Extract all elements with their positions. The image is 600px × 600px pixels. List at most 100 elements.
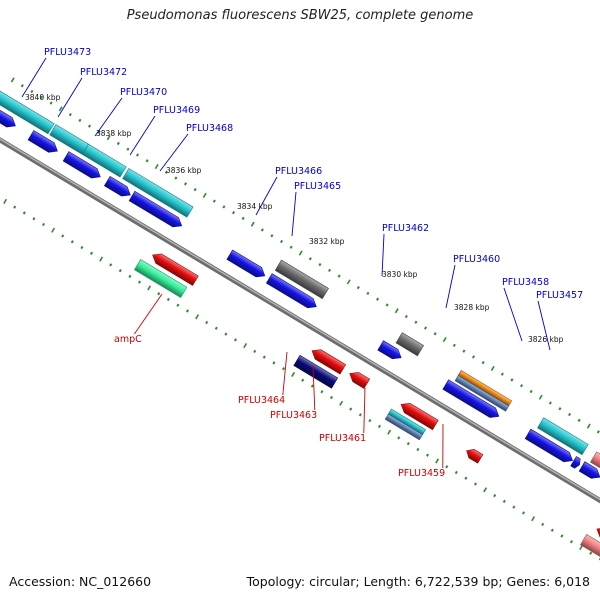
gene-label: PFLU3473	[44, 47, 91, 58]
tick-mark	[452, 343, 456, 347]
gene-leader-line	[159, 133, 189, 172]
tick-mark	[280, 239, 284, 244]
tick-mark	[262, 355, 266, 359]
kbp-label: 3830 kbp	[382, 270, 418, 279]
tick-mark	[541, 522, 545, 527]
tick-mark	[32, 217, 36, 221]
tick-mark	[298, 250, 303, 256]
gene-leader-line	[503, 287, 523, 342]
tick-mark	[435, 458, 440, 464]
tick-mark	[253, 349, 257, 354]
tick-mark	[184, 182, 188, 186]
tick-mark	[61, 234, 65, 238]
cds-forward	[265, 273, 317, 309]
pseudogene-feature	[395, 332, 425, 357]
tick-mark	[212, 199, 216, 203]
tick-mark	[97, 130, 101, 134]
tick-mark	[385, 303, 389, 307]
tick-mark	[356, 286, 360, 290]
gene-label: PFLU3458	[502, 277, 549, 288]
gene-label: PFLU3469	[153, 105, 200, 116]
gene-label: PFLU3461	[319, 433, 366, 444]
tick-mark	[272, 361, 276, 365]
cds-forward	[570, 456, 581, 469]
gene-label: PFLU3463	[270, 410, 317, 421]
backbone-highlight	[0, 138, 600, 501]
tick-mark	[195, 314, 200, 320]
tick-mark	[377, 424, 382, 428]
tick-mark	[281, 367, 286, 371]
gene-leader-line	[537, 300, 551, 351]
tick-mark	[174, 176, 178, 180]
tick-mark	[78, 118, 82, 122]
tick-mark	[502, 499, 506, 503]
pink-feature	[589, 451, 600, 475]
tick-mark	[483, 487, 488, 493]
tick-mark	[243, 343, 248, 349]
tick-mark	[20, 84, 24, 88]
tick-mark	[442, 337, 447, 343]
tick-layer	[3, 77, 600, 561]
navy-feature	[293, 354, 339, 389]
tick-mark	[128, 274, 132, 279]
tick-mark	[368, 418, 372, 423]
cds-forward	[524, 428, 573, 463]
tick-mark	[310, 384, 314, 388]
ampc-feature	[133, 259, 188, 298]
tick-mark	[260, 228, 264, 232]
pseudogene-feature	[274, 259, 329, 300]
tick-mark	[329, 395, 334, 400]
cds-reverse	[349, 372, 371, 389]
tick-mark	[241, 216, 245, 221]
tick-mark	[550, 528, 554, 532]
tick-mark	[425, 453, 430, 457]
gene-leader-line	[312, 365, 316, 411]
tick-mark	[222, 205, 226, 209]
cds-forward	[377, 340, 402, 360]
topology-text: Topology: circular; Length: 6,722,539 bp…	[246, 574, 590, 589]
rna-feature	[537, 417, 589, 456]
feature-layer	[0, 90, 600, 573]
tick-mark	[233, 338, 238, 342]
gene-leader-line	[282, 351, 288, 396]
kbp-label: 3838 kbp	[96, 129, 132, 138]
tick-mark	[214, 326, 218, 330]
tick-mark	[414, 320, 418, 324]
tick-mark	[30, 89, 34, 94]
gene-leader-line	[21, 57, 47, 98]
rna-feature	[122, 167, 194, 218]
tick-mark	[136, 153, 140, 157]
cds-reverse	[400, 402, 439, 431]
tick-mark	[318, 262, 322, 267]
tick-mark	[270, 234, 274, 238]
gene-label: PFLU3468	[186, 123, 233, 134]
tick-mark	[339, 400, 344, 406]
gene-label: PFLU3459	[398, 468, 445, 479]
tick-mark	[404, 314, 408, 319]
tick-mark	[157, 292, 161, 296]
backbone-layer	[0, 137, 600, 504]
tick-mark	[579, 544, 584, 551]
tick-mark	[166, 297, 170, 302]
tick-mark	[568, 412, 572, 417]
tick-mark	[193, 187, 197, 192]
tick-mark	[51, 227, 56, 233]
gene-leader-line	[255, 176, 278, 216]
gene-leader-line	[134, 293, 163, 335]
tick-mark	[529, 389, 533, 394]
cds-forward	[0, 103, 16, 128]
gene-label: PFLU3466	[275, 166, 322, 177]
cds-forward	[442, 379, 500, 418]
tick-mark	[397, 436, 401, 440]
cds-forward	[62, 151, 101, 179]
tick-mark	[328, 268, 332, 272]
kbp-label: 3828 kbp	[454, 303, 490, 312]
gene-leader-line	[291, 191, 297, 237]
tick-mark	[308, 257, 312, 261]
tick-mark	[58, 106, 63, 112]
tick-mark	[387, 429, 392, 435]
cds-forward	[103, 175, 131, 197]
tick-mark	[13, 205, 17, 209]
tick-mark	[490, 365, 495, 371]
tick-mark	[126, 147, 130, 151]
